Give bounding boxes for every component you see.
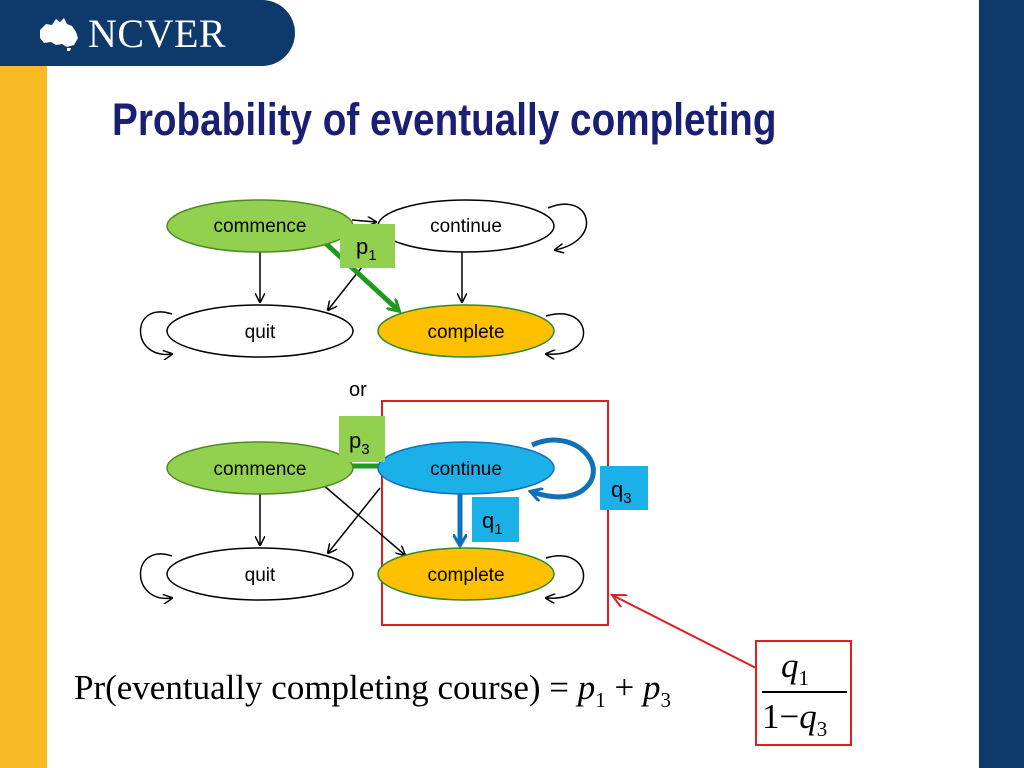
formula-p1: p (577, 668, 596, 707)
node-continue-bottom-label: continue (430, 459, 502, 480)
pointer-arrow (612, 595, 757, 669)
edge-commence-continue-top (351, 220, 376, 222)
formula-p3: p (643, 668, 661, 707)
node-continue-top-label: continue (430, 216, 502, 237)
node-quit-bottom-label: quit (245, 565, 276, 586)
node-complete-bottom (377, 547, 555, 601)
node-commence-bottom (166, 441, 354, 495)
loop-quit-top (139, 311, 173, 355)
node-quit-top (166, 304, 354, 358)
fraction-numerator: q1 (781, 646, 809, 690)
brand-logo: NCVER (0, 0, 295, 66)
label-q1: q1 (482, 508, 503, 538)
loop-complete-bottom (546, 555, 585, 598)
formula-p1-sub: 1 (595, 688, 606, 712)
formula-plus: + (605, 668, 644, 707)
right-accent-bar (979, 0, 1024, 768)
label-p3-box (339, 416, 385, 462)
loop-continue-top (547, 203, 588, 250)
edge-commence-complete-top (320, 238, 398, 310)
node-quit-bottom (166, 547, 354, 601)
fraction-box: q1 1−q3 (755, 640, 852, 746)
node-complete-top-label: complete (427, 322, 504, 343)
page-title: Probability of eventually completing (112, 94, 777, 145)
label-q3: q3 (611, 477, 632, 507)
australia-map-icon (40, 18, 78, 51)
label-q3-box (600, 466, 648, 510)
node-complete-top (377, 304, 555, 358)
label-q1-box (472, 497, 519, 542)
highlight-box (381, 400, 609, 626)
label-p1-box (340, 224, 395, 268)
label-p1: p1 (356, 234, 377, 264)
edge-continue-quit-bottom (328, 487, 381, 553)
logo-text: NCVER (88, 11, 227, 56)
formula-p3-sub: 3 (660, 688, 672, 712)
node-complete-bottom-label: complete (427, 565, 504, 586)
loop-quit-bottom (139, 553, 173, 598)
edge-commence-complete-bottom (321, 483, 405, 555)
node-quit-top-label: quit (245, 322, 276, 343)
node-continue-bottom (377, 441, 555, 495)
fraction-bar (762, 691, 847, 693)
separator-or: or (349, 379, 367, 401)
probability-formula: Pr(eventually completing course) = p1 + … (74, 668, 671, 720)
formula-lhs: Pr(eventually completing course) = (74, 668, 578, 707)
fraction-denominator: 1−q3 (762, 697, 828, 741)
loop-continue-bottom (532, 437, 596, 497)
loop-complete-top (546, 313, 585, 354)
left-accent-bar (0, 0, 47, 768)
label-p3: p3 (349, 428, 370, 458)
node-commence-top-label: commence (214, 216, 307, 237)
node-commence-bottom-label: commence (214, 459, 307, 480)
